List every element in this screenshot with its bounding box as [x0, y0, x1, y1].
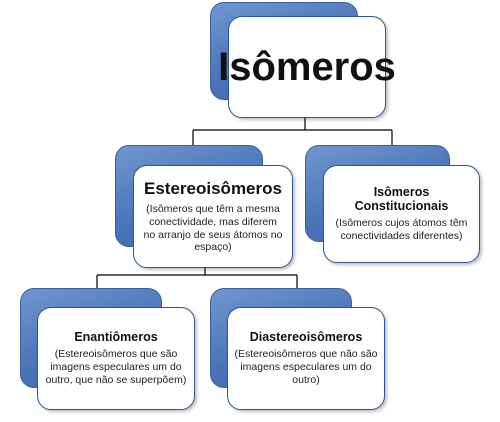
node-card: Estereoisômeros (Isômeros que têm a mesm…	[133, 165, 293, 268]
node-diastereoisomeros: Diastereoisômeros (Estereoisômeros que n…	[210, 288, 385, 410]
node-description: (Isômeros que têm a mesma conectividade,…	[143, 202, 283, 254]
node-isomeros: Isômeros	[210, 2, 396, 118]
node-card: Enantiômeros (Estereoisômeros que são im…	[37, 307, 195, 410]
node-description: (Estereoisômeros que são imagens especul…	[45, 348, 187, 386]
node-card: Diastereoisômeros (Estereoisômeros que n…	[227, 307, 385, 410]
node-title: Estereoisômeros	[144, 178, 282, 198]
node-card: Isômeros Constitucionais (Isômeros cujos…	[323, 165, 480, 263]
node-isomeros-constitucionais: Isômeros Constitucionais (Isômeros cujos…	[305, 145, 480, 263]
node-card: Isômeros	[218, 16, 396, 118]
node-title: Isômeros	[218, 44, 396, 89]
node-title: Diastereoisômeros	[249, 330, 363, 345]
node-title: Enantiômeros	[74, 330, 158, 345]
node-enantiomeros: Enantiômeros (Estereoisômeros que são im…	[20, 288, 195, 410]
node-description: (Estereoisômeros que não são imagens esp…	[234, 348, 378, 386]
node-title: Isômeros Constitucionais	[354, 185, 449, 214]
node-estereoisomeros: Estereoisômeros (Isômeros que têm a mesm…	[115, 145, 293, 268]
node-description: (Isômeros cujos átomos têm conectividade…	[335, 217, 468, 242]
